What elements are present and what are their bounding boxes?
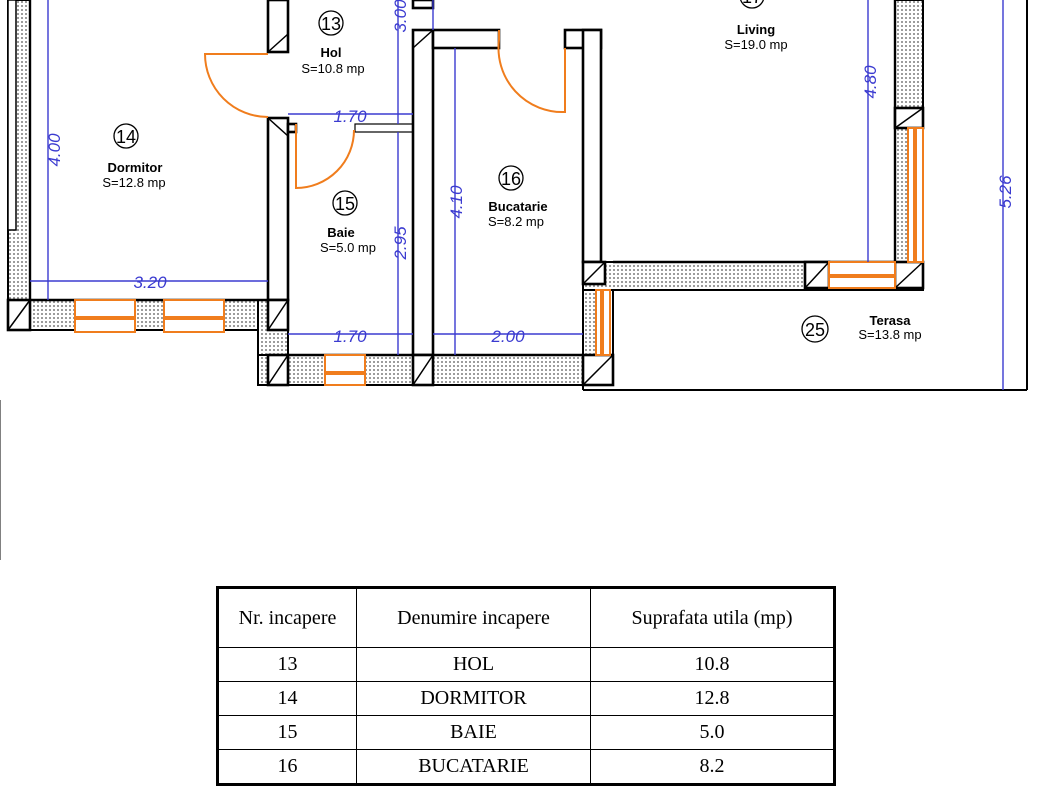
svg-text:S=12.8 mp: S=12.8 mp — [102, 175, 165, 190]
svg-text:S=13.8 mp: S=13.8 mp — [858, 327, 921, 342]
table-row: 13 HOL 10.8 — [217, 647, 835, 682]
table-row: 14 DORMITOR 12.8 — [217, 681, 835, 716]
cell-room-name: HOL — [356, 647, 591, 682]
svg-text:S=5.0 mp: S=5.0 mp — [320, 240, 376, 255]
table-row: 15 BAIE 5.0 — [217, 715, 835, 750]
svg-text:S=10.8 mp: S=10.8 mp — [301, 61, 364, 76]
floor-plan: 3.20 4.00 1.70 1.70 2.00 3.00 2.95 4.10 … — [0, 0, 1028, 560]
room-label-hol: 13 Hol S=10.8 mp — [301, 10, 365, 76]
svg-text:1.70: 1.70 — [333, 107, 367, 126]
header-room-name: Denumire incapere — [356, 587, 591, 648]
svg-text:3.20: 3.20 — [133, 273, 167, 292]
cell-room-area: 5.0 — [590, 715, 835, 750]
room-label-living: 17 Living S=19.0 mp — [724, 0, 788, 52]
cell-room-number: 16 — [217, 749, 357, 785]
svg-text:Hol: Hol — [321, 45, 342, 60]
table-header-row: Nr. incapere Denumire incapere Suprafata… — [217, 587, 835, 648]
svg-text:4.00: 4.00 — [45, 133, 64, 167]
svg-text:2.95: 2.95 — [391, 226, 410, 261]
cell-room-area: 12.8 — [590, 681, 835, 716]
table-row: 16 BUCATARIE 8.2 — [217, 749, 835, 785]
room-label-terasa: 25 Terasa S=13.8 mp — [801, 313, 922, 343]
terrace-outline — [0, 0, 1028, 560]
header-room-area: Suprafata utila (mp) — [590, 587, 835, 648]
cell-room-name: BUCATARIE — [356, 749, 591, 785]
cell-room-name: DORMITOR — [356, 681, 591, 716]
header-room-number: Nr. incapere — [217, 587, 357, 648]
cell-room-number: 14 — [217, 681, 357, 716]
svg-text:Dormitor: Dormitor — [108, 160, 163, 175]
interior-walls — [6, 0, 925, 387]
svg-text:15: 15 — [335, 194, 355, 214]
svg-text:4.80: 4.80 — [861, 65, 880, 99]
svg-text:Living: Living — [737, 22, 775, 37]
svg-text:S=8.2 mp: S=8.2 mp — [488, 214, 544, 229]
svg-text:Baie: Baie — [327, 225, 354, 240]
doors — [203, 30, 566, 190]
svg-text:2.00: 2.00 — [490, 327, 525, 346]
cell-room-area: 10.8 — [590, 647, 835, 682]
dimension-texts: 3.20 4.00 1.70 1.70 2.00 3.00 2.95 4.10 … — [45, 0, 1015, 346]
svg-text:16: 16 — [501, 169, 521, 189]
cell-room-number: 15 — [217, 715, 357, 750]
svg-text:17: 17 — [742, 0, 762, 7]
svg-text:14: 14 — [116, 127, 136, 147]
cell-room-number: 13 — [217, 647, 357, 682]
dimension-lines — [30, 0, 1004, 390]
cell-room-area: 8.2 — [590, 749, 835, 785]
svg-text:S=19.0 mp: S=19.0 mp — [724, 37, 787, 52]
svg-text:25: 25 — [805, 320, 825, 340]
svg-text:13: 13 — [321, 14, 341, 34]
svg-text:Terasa: Terasa — [870, 313, 912, 328]
room-schedule-table: Nr. incapere Denumire incapere Suprafata… — [216, 586, 836, 786]
svg-text:5.26: 5.26 — [996, 175, 1015, 209]
windows — [74, 127, 924, 386]
room-label-dormitor: 14 Dormitor S=12.8 mp — [102, 123, 166, 190]
svg-text:1.70: 1.70 — [333, 327, 367, 346]
cell-room-name: BAIE — [356, 715, 591, 750]
svg-text:Bucatarie: Bucatarie — [488, 199, 547, 214]
svg-text:3.00: 3.00 — [391, 0, 410, 33]
svg-text:4.10: 4.10 — [447, 185, 466, 219]
room-label-bucatarie: 16 Bucatarie S=8.2 mp — [488, 165, 548, 229]
room-label-baie: 15 Baie S=5.0 mp — [320, 190, 376, 255]
